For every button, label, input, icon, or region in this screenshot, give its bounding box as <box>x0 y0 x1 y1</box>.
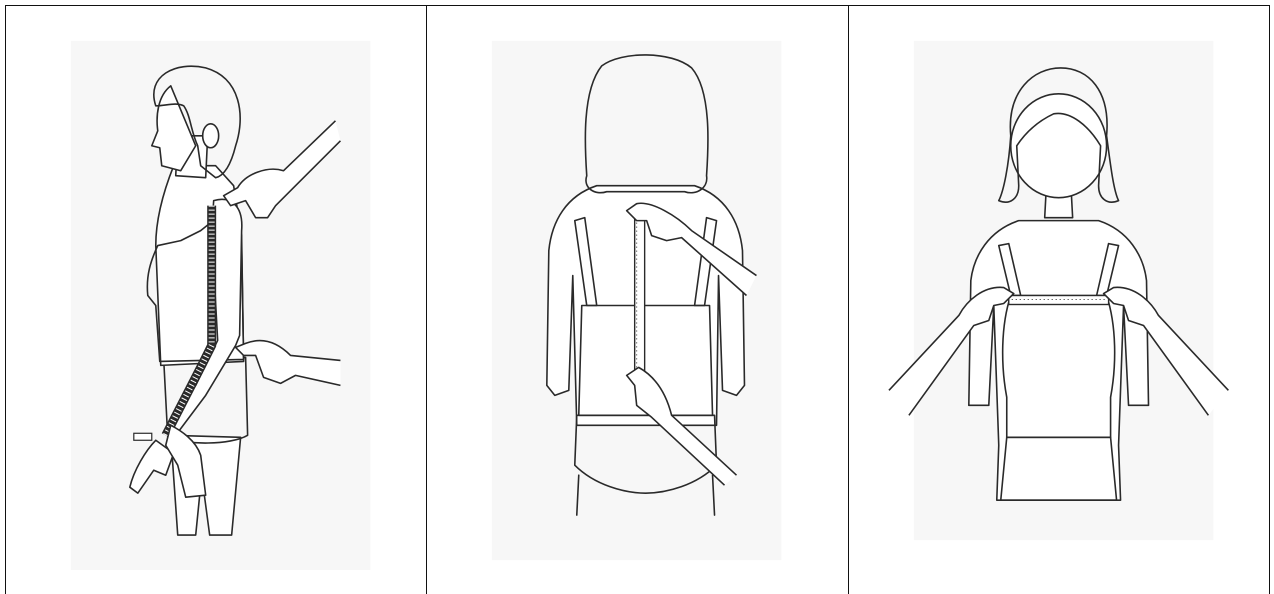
illustration-table <box>5 5 1270 594</box>
panel-back-length <box>427 6 848 594</box>
tape-measure-end <box>134 433 152 440</box>
back-length-illustration <box>427 6 847 594</box>
face <box>1010 94 1106 198</box>
panel-sleeve-length <box>6 6 427 594</box>
panel-shoulder-width <box>849 6 1269 594</box>
sleeve-length-illustration <box>6 6 426 594</box>
ear <box>203 124 219 148</box>
shoulder-width-illustration <box>849 6 1269 594</box>
